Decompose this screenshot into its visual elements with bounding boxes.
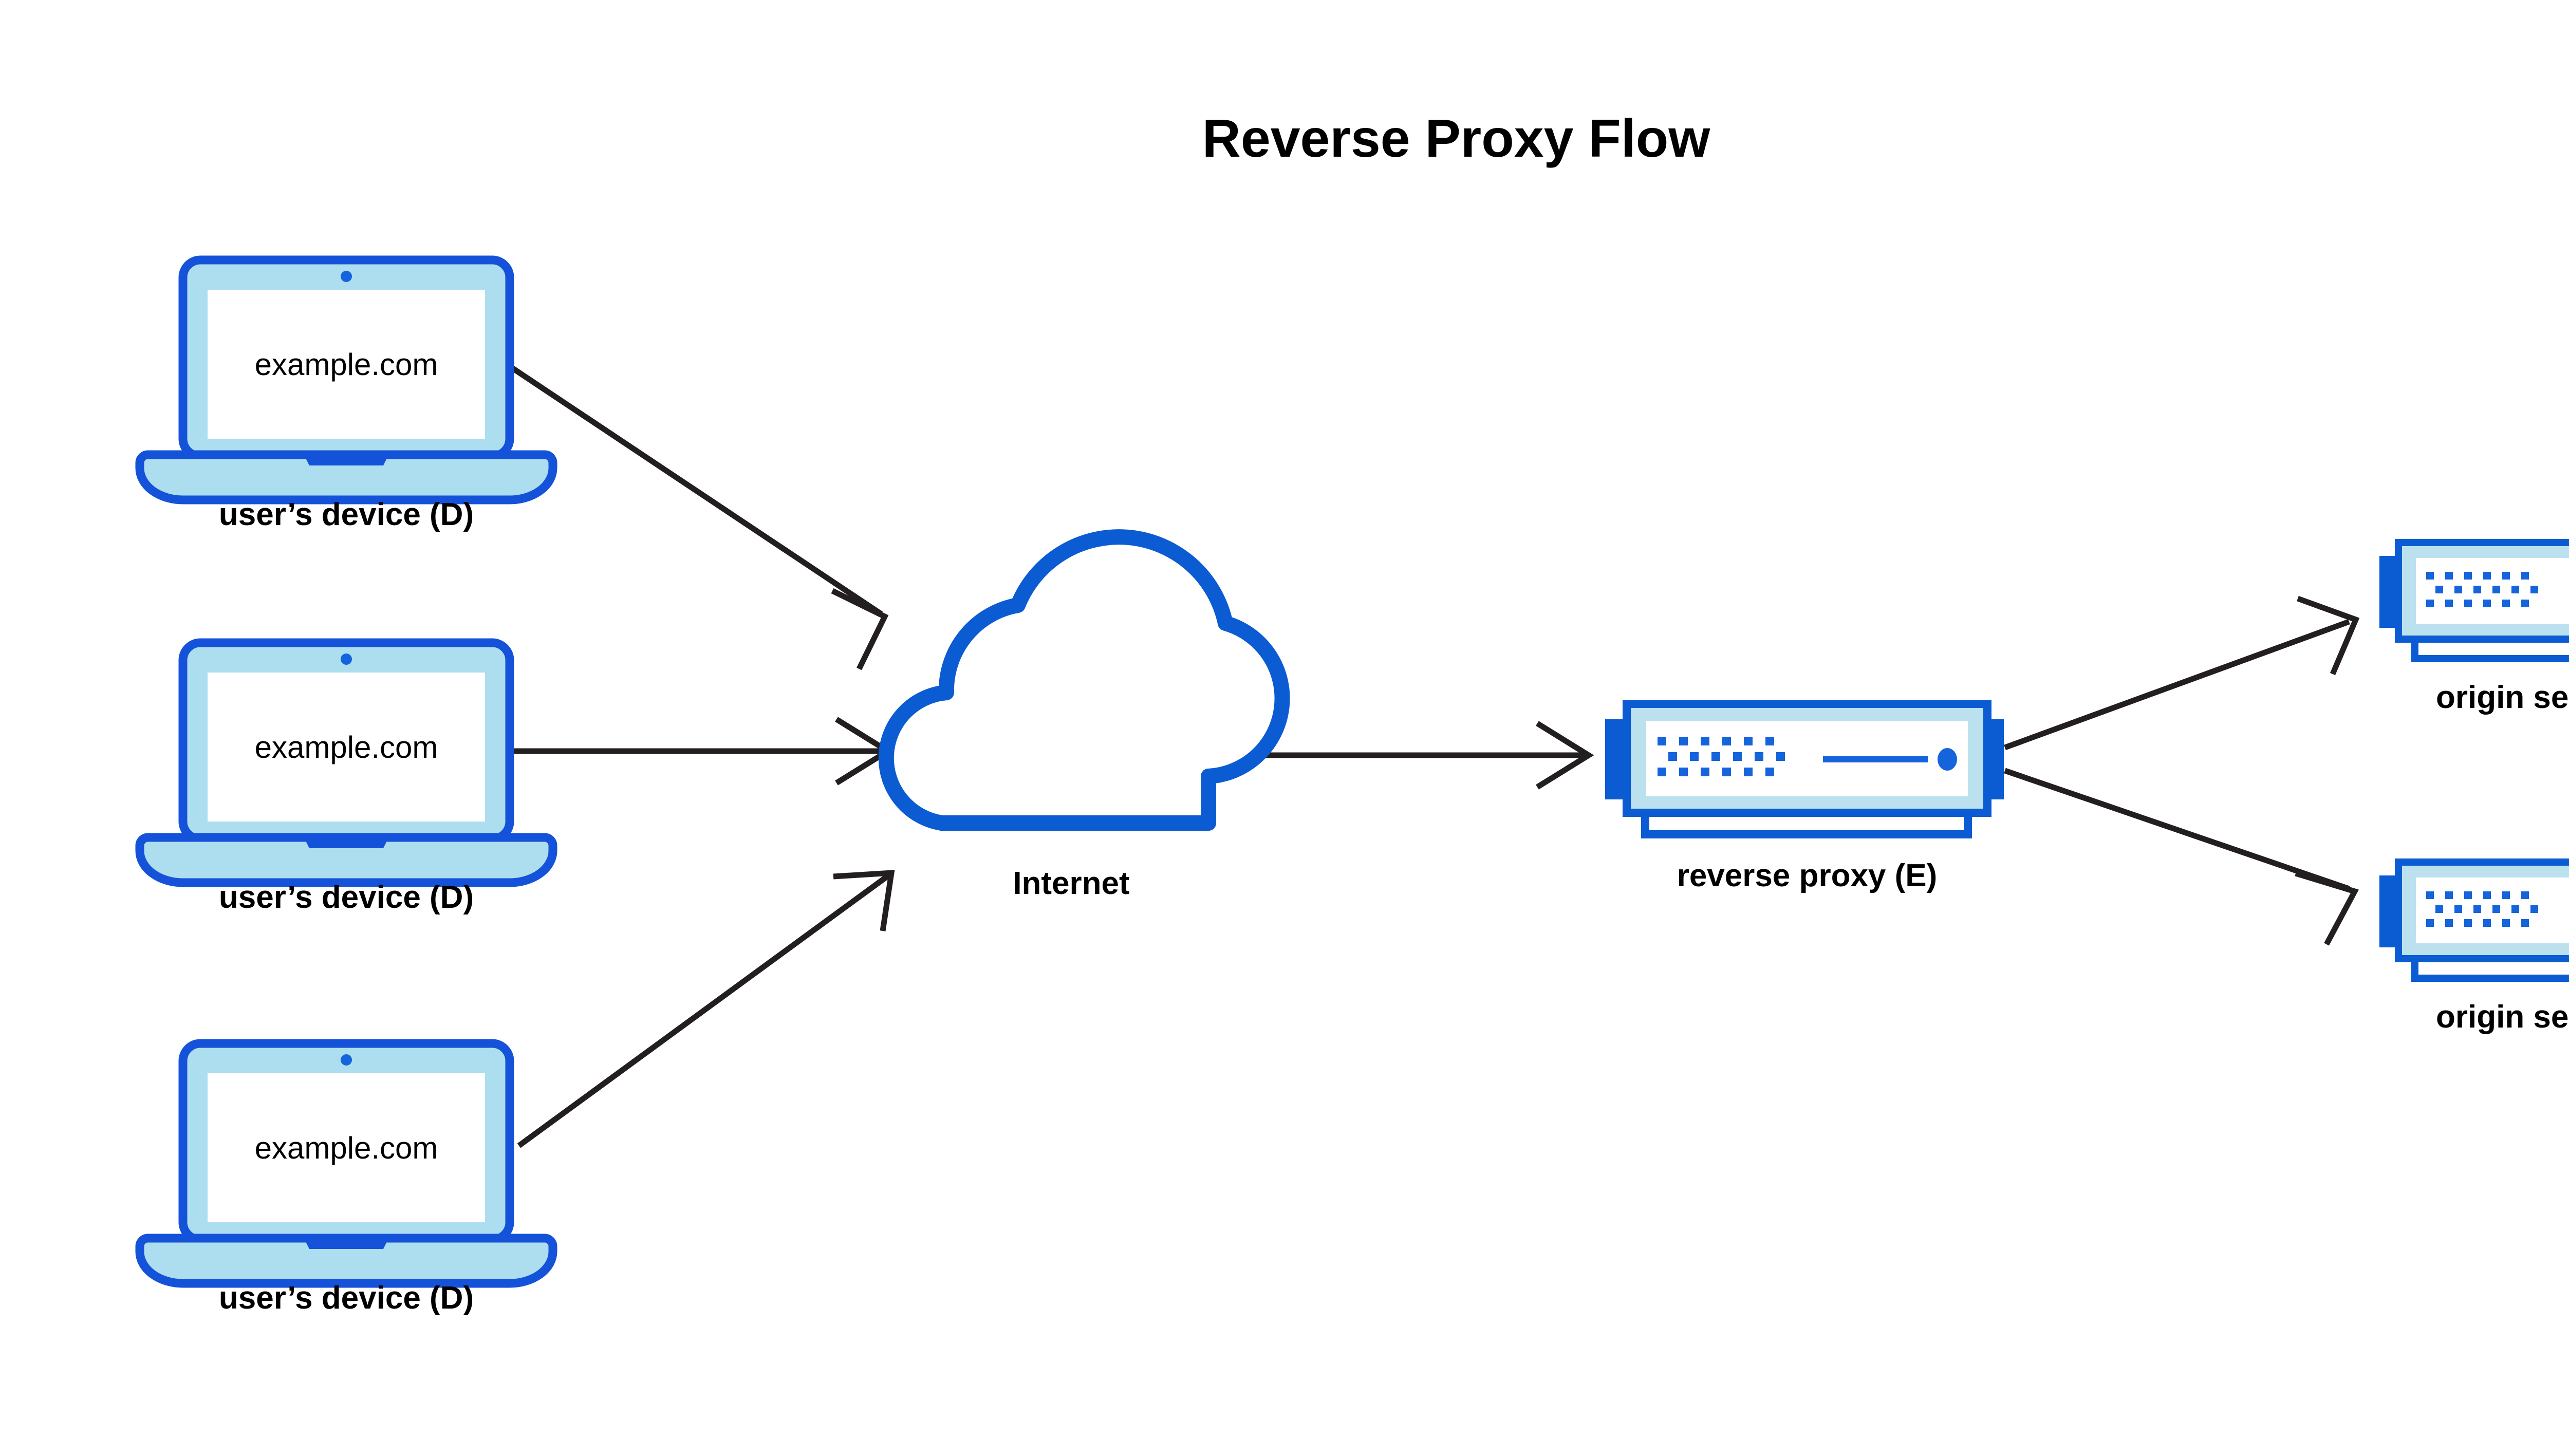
node-reverse-proxy[interactable]: reverse proxy (E) [1605,700,2004,893]
edge-device-3-to-internet [517,870,895,1148]
node-label-device-2: user’s device (D) [219,880,474,915]
laptop-screen-text: example.com [255,1131,438,1165]
node-label-device-1: user’s device (D) [219,497,474,532]
laptop-notch [304,455,388,465]
node-label-reverse-proxy: reverse proxy (E) [1677,858,1938,893]
node-label-origin-server-2: origin server (F) [2436,999,2569,1035]
node-label-device-3: user’s device (D) [219,1280,474,1316]
node-origin-server-1[interactable]: origin server (F) [2379,539,2569,715]
laptop-notch [304,838,388,848]
node-device-2[interactable]: example.com user’s device (D) [135,638,557,915]
node-internet[interactable]: Internet [878,529,1290,901]
node-label-internet: Internet [1013,866,1129,901]
edge-device-1-to-internet [509,365,889,670]
laptop-camera-icon [341,654,352,665]
laptop-screen-text: example.com [255,730,438,764]
cloud-icon [878,529,1290,831]
edge-proxy-to-origin-1 [2004,595,2360,751]
laptop-camera-icon [341,271,352,282]
edge-internet-to-proxy [1234,721,1594,790]
edge-proxy-to-origin-2 [2004,768,2359,946]
laptop-camera-icon [341,1054,352,1066]
laptop-screen [208,290,485,439]
edge-device-2-to-internet [514,717,893,786]
laptop-screen [208,673,485,822]
laptop-base [135,833,557,887]
node-device-1[interactable]: example.com user’s device (D) [135,255,557,532]
node-device-3[interactable]: example.com user’s device (D) [135,1039,557,1316]
server-vent-grid [2426,891,2538,927]
node-origin-server-2[interactable]: origin server (F) [2379,858,2569,1035]
laptop-base [135,450,557,505]
laptop-notch [304,1239,388,1249]
server-status-dot [1938,748,1957,771]
laptop-screen [208,1073,485,1222]
node-label-origin-server-1: origin server (F) [2436,680,2569,715]
server-vent-grid [2426,572,2538,607]
server-vent-grid [1658,737,1785,776]
laptop-screen-text: example.com [255,347,438,382]
page-title: Reverse Proxy Flow [1202,109,1711,169]
laptop-base [135,1234,557,1288]
